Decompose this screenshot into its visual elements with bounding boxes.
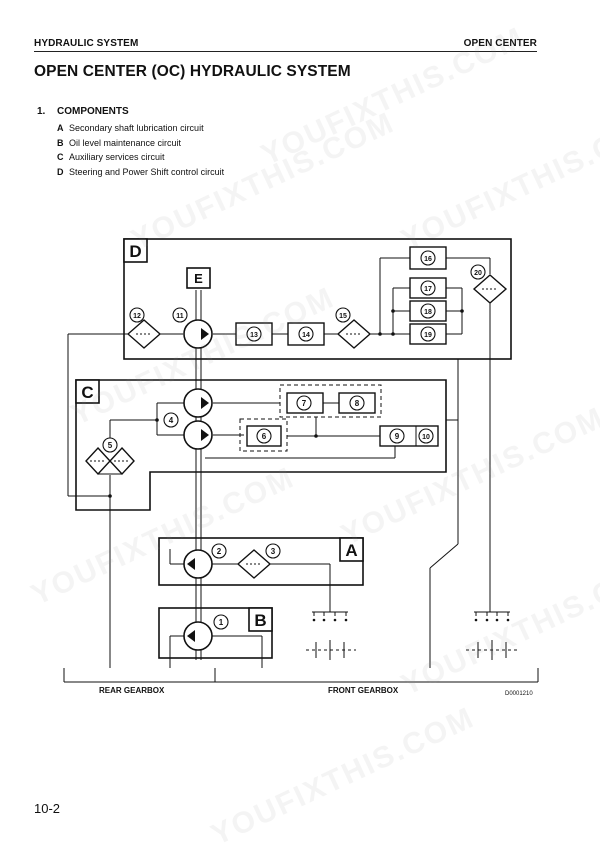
front-gearbox-label: FRONT GEARBOX [328,686,399,695]
callout-9: 9 [395,432,400,441]
rear-gearbox-label: REAR GEARBOX [99,686,165,695]
list-item: A Secondary shaft lubrication circuit [57,121,224,136]
box-b [158,607,273,659]
box-label-b: B [254,611,266,630]
callout-1: 1 [219,618,224,627]
callout-11: 11 [176,313,184,320]
box-c [75,379,447,511]
callout-5: 5 [108,441,113,450]
box-label-a: A [345,541,357,560]
item-letter: A [57,123,64,133]
box-label-e: E [194,271,203,286]
box-d [123,238,512,360]
item-text: Steering and Power Shift control circuit [69,166,225,177]
callout-3: 3 [271,547,276,556]
list-item: B Oil level maintenance circuit [57,136,224,151]
item-letter: B [57,137,64,148]
callout-18: 18 [424,309,432,316]
callout-8: 8 [355,399,360,408]
section-heading: 1. COMPONENTS [37,106,129,117]
callout-20: 20 [474,270,482,277]
callout-10: 10 [422,434,430,441]
callout-14: 14 [302,332,310,339]
section-number: 1. [37,106,46,117]
callout-12: 12 [133,313,141,320]
callout-7: 7 [302,399,307,408]
callout-19: 19 [424,332,432,339]
page-number: 10-2 [34,801,61,816]
components-list: A Secondary shaft lubrication circuit B Oi… [57,121,224,179]
item-letter: D [57,166,64,177]
section-title: COMPONENTS [57,106,129,117]
item-text: Secondary shaft lubrication circuit [69,123,204,133]
front-nozzles-left [306,611,356,660]
callout-6: 6 [262,432,267,441]
item-text: Oil level maintenance circuit [69,137,182,148]
callout-13: 13 [250,332,258,339]
item-text: Auxiliary services circuit [69,152,165,162]
callout-17: 17 [424,286,432,293]
header-left: HYDRAULIC SYSTEM [34,38,139,49]
callout-15: 15 [339,313,347,320]
box-label-d: D [129,242,141,261]
callout-16: 16 [424,256,432,263]
figure-code: D0001210 [505,691,533,697]
callout-2: 2 [217,547,222,556]
list-item: D Steering and Power Shift control circui… [57,165,224,180]
front-nozzles-right [466,611,518,660]
item-letter: C [57,152,64,162]
page-title: OPEN CENTER (OC) HYDRAULIC SYSTEM [34,63,351,80]
list-item: C Auxiliary services circuit [57,150,224,165]
box-label-c: C [81,383,93,402]
header-rule [34,51,537,52]
callout-4: 4 [169,416,174,425]
header-right: OPEN CENTER [463,38,537,49]
box-e [186,267,211,289]
